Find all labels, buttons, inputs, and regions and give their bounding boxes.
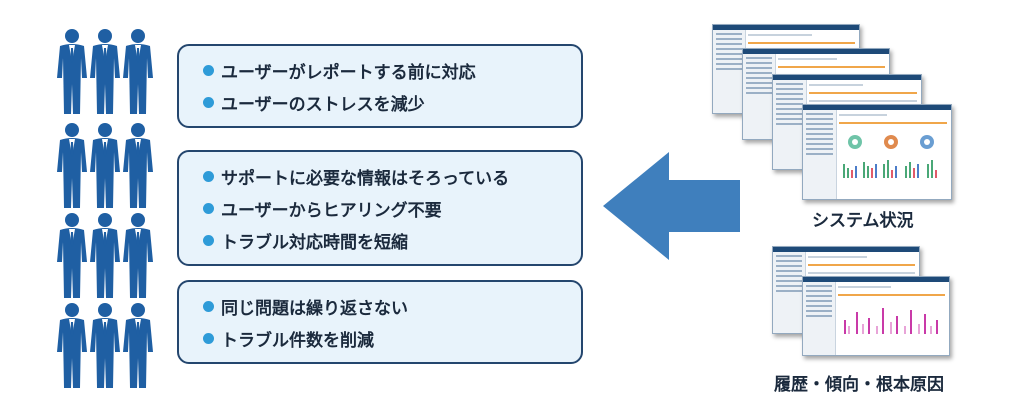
- benefit-text: ユーザーのストレスを減少: [221, 94, 425, 115]
- benefit-text: サポートに必要な情報はそろっている: [221, 168, 510, 189]
- person-icon: [89, 28, 121, 114]
- benefit-box-3: 同じ問題は繰り返さない トラブル件数を削減: [177, 280, 583, 364]
- person-icon: [56, 212, 88, 298]
- person-icon: [89, 302, 121, 388]
- person-icon: [89, 212, 121, 298]
- bullet-dot: [203, 300, 214, 312]
- bullet-dot: [203, 202, 214, 214]
- caption-history: 履歴・傾向・根本原因: [774, 375, 944, 395]
- benefit-text: 同じ問題は繰り返さない: [221, 298, 408, 319]
- person-icon: [56, 122, 88, 208]
- benefit-box-2: サポートに必要な情報はそろっている ユーザーからヒアリング不要 トラブル対応時間…: [177, 150, 583, 266]
- benefit-item: ユーザーのストレスを減少: [203, 86, 581, 118]
- screenshot-thumbnail: [802, 276, 950, 356]
- benefit-item: トラブル件数を削減: [203, 322, 581, 354]
- bullet-dot: [203, 234, 214, 246]
- bullet-dot: [203, 96, 214, 108]
- person-icon: [122, 122, 154, 208]
- person-icon: [56, 302, 88, 388]
- benefit-box-1: ユーザーがレポートする前に対応 ユーザーのストレスを減少: [177, 44, 583, 128]
- left-arrow: [603, 152, 740, 260]
- benefit-item: サポートに必要な情報はそろっている: [203, 160, 581, 192]
- benefit-item: ユーザーがレポートする前に対応: [203, 54, 581, 86]
- caption-system-status: システム状況: [812, 211, 914, 231]
- benefit-item: トラブル対応時間を短縮: [203, 224, 581, 256]
- person-icon: [122, 302, 154, 388]
- person-icon: [122, 212, 154, 298]
- benefit-text: ユーザーがレポートする前に対応: [221, 62, 476, 83]
- benefit-text: ユーザーからヒアリング不要: [221, 200, 442, 221]
- person-icon: [89, 122, 121, 208]
- bullet-dot: [203, 64, 214, 76]
- screenshot-thumbnail: [802, 104, 952, 200]
- person-icon: [122, 28, 154, 114]
- benefit-text: トラブル対応時間を短縮: [221, 232, 408, 253]
- person-icon: [56, 28, 88, 114]
- benefit-item: 同じ問題は繰り返さない: [203, 290, 581, 322]
- benefit-item: ユーザーからヒアリング不要: [203, 192, 581, 224]
- benefit-text: トラブル件数を削減: [221, 330, 374, 351]
- bullet-dot: [203, 170, 214, 182]
- bullet-dot: [203, 332, 214, 344]
